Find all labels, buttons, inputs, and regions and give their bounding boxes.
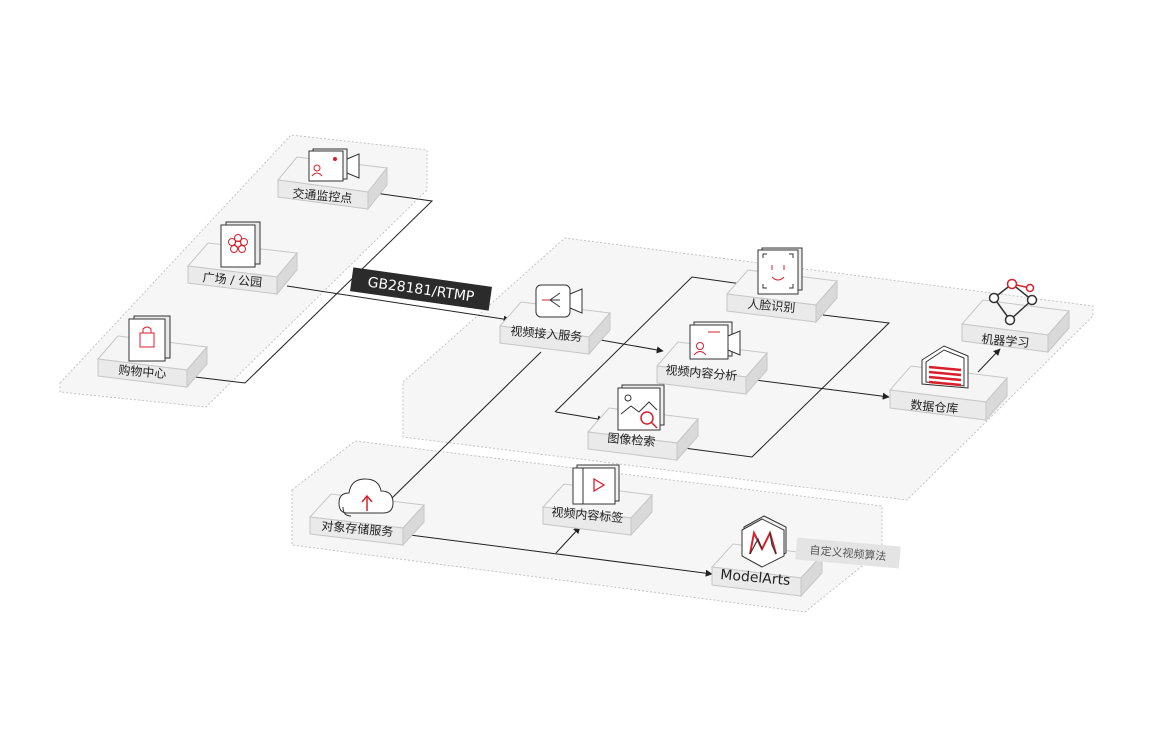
- custom-algorithm-tag: 自定义视频算法: [795, 537, 901, 569]
- node-label-face: 人脸识别: [747, 297, 796, 315]
- node-tagging[interactable]: 视频内容标签: [541, 464, 654, 537]
- link-to-face: [554, 276, 750, 413]
- node-label-modelarts: ModelArts: [720, 567, 791, 589]
- node-label-traffic: 交通监控点: [292, 185, 353, 205]
- node-label-mall: 购物中心: [118, 362, 167, 381]
- node-label-image-search: 图像检索: [607, 430, 656, 449]
- person-camera-icon: [689, 321, 741, 360]
- node-plaza[interactable]: 广场 / 公园: [187, 221, 298, 296]
- image-search-icon: [617, 384, 665, 431]
- node-label-obs: 对象存储服务: [321, 518, 394, 539]
- protocol-badge: GB28181/RTMP: [350, 267, 492, 311]
- node-ml[interactable]: 机器学习: [961, 278, 1070, 354]
- node-content-analysis[interactable]: 视频内容分析: [656, 321, 768, 396]
- link-traffic-to-access: [194, 192, 434, 384]
- video-stream-icon: [535, 284, 583, 318]
- node-warehouse[interactable]: 数据仓库: [889, 345, 1008, 422]
- node-label-content-analysis: 视频内容分析: [665, 362, 738, 383]
- link-face-to-warehouse: [683, 314, 891, 458]
- link-warehouse-to-ml: [977, 348, 1001, 373]
- link-obs-to-tagging: [555, 526, 581, 554]
- node-face[interactable]: 人脸识别: [726, 247, 838, 324]
- custom-algorithm-label: 自定义视频算法: [809, 543, 887, 564]
- surveillance-camera-icon: [308, 148, 360, 182]
- face-scan-icon: [757, 247, 803, 295]
- link-plaza-to-access: [286, 285, 511, 323]
- flower-icon: [220, 221, 261, 268]
- node-mall[interactable]: 购物中心: [97, 315, 208, 389]
- node-traffic[interactable]: 交通监控点: [277, 148, 388, 211]
- link-obs-to-modelarts: [409, 534, 713, 577]
- node-label-warehouse: 数据仓库: [910, 397, 959, 416]
- shopping-bag-icon: [128, 315, 171, 362]
- node-label-ml: 机器学习: [981, 331, 1030, 350]
- link-obs-to-access: [389, 351, 542, 501]
- node-label-tagging: 视频内容标签: [551, 504, 624, 525]
- node-modelarts[interactable]: ModelArts: [710, 515, 824, 598]
- link-access-to-content: [594, 338, 664, 354]
- node-obs[interactable]: 对象存储服务: [308, 478, 426, 547]
- video-tag-icon: [572, 464, 620, 505]
- node-label-plaza: 广场 / 公园: [202, 270, 263, 289]
- connectors: [194, 192, 1001, 577]
- node-image-search[interactable]: 图像检索: [587, 384, 699, 462]
- node-label-video-access: 视频接入服务: [510, 323, 583, 344]
- node-video-access[interactable]: 视频接入服务: [499, 284, 611, 356]
- network-graph-icon: [988, 278, 1038, 326]
- warehouse-icon: [921, 345, 969, 389]
- link-content-to-warehouse: [754, 379, 890, 400]
- modelarts-logo-icon: [741, 515, 787, 568]
- cloud-upload-icon: [338, 478, 394, 517]
- link-to-image-search: [555, 411, 605, 423]
